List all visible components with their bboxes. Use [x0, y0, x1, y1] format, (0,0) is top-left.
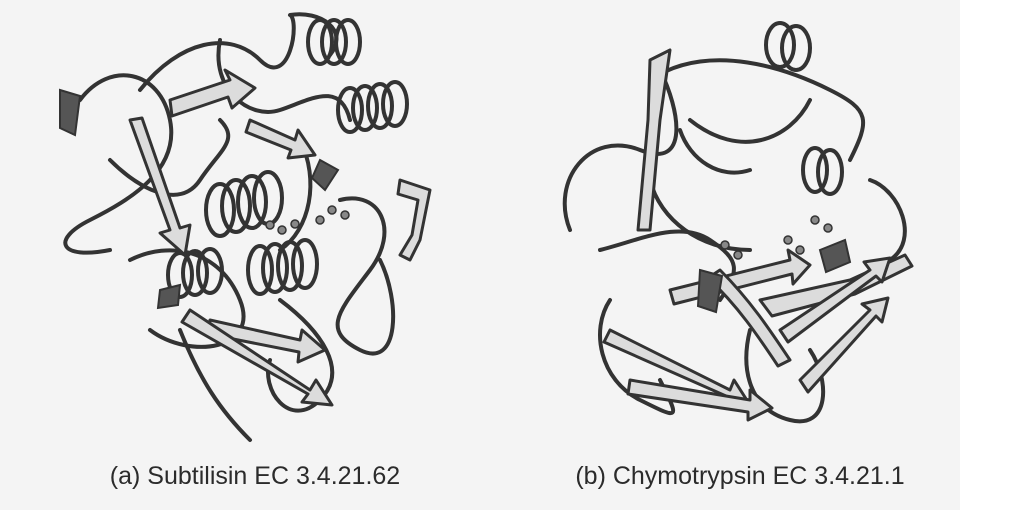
beta-strand	[180, 308, 334, 407]
side-chain-atom	[290, 219, 300, 229]
helix	[166, 247, 224, 299]
beta-strand	[706, 268, 792, 368]
side-chain-atom	[720, 240, 730, 250]
loop	[648, 58, 866, 162]
loop	[108, 118, 231, 197]
loop	[598, 298, 676, 416]
beta-strand	[128, 116, 192, 257]
loop	[216, 38, 352, 122]
loop	[688, 98, 812, 144]
side-chain-atom	[327, 205, 337, 215]
side-chain-atom	[277, 225, 287, 235]
side-chain-atom	[823, 223, 833, 233]
beta-strand	[244, 118, 317, 160]
ribbon-segment	[156, 283, 182, 310]
caption-subtilisin: (a) Subtilisin EC 3.4.21.62	[109, 462, 401, 490]
chymotrypsin-ribbon-diagram	[562, 21, 914, 424]
helix	[306, 18, 362, 66]
loop	[335, 196, 396, 356]
loop	[744, 328, 826, 424]
helix	[764, 21, 812, 72]
helix	[246, 238, 319, 296]
side-chain-atom	[733, 250, 743, 260]
side-chain-atom	[315, 215, 325, 225]
beta-strand	[626, 378, 774, 422]
side-chain-atom	[265, 220, 275, 230]
ribbon-segment	[818, 238, 852, 274]
beta-strand	[798, 296, 890, 394]
ribbon-segment	[59, 88, 82, 137]
loop	[178, 328, 252, 442]
side-chain-atom	[783, 235, 793, 245]
caption-chymotrypsin: (b) Chymotrypsin EC 3.4.21.1	[575, 462, 905, 490]
loop	[648, 178, 752, 252]
loop	[678, 128, 752, 175]
side-chain-atom	[340, 210, 350, 220]
side-chain-atom	[810, 215, 820, 225]
ribbon-segment	[310, 158, 340, 192]
beta-strand	[636, 48, 672, 232]
page-margin	[960, 0, 1014, 510]
ribbon-segment	[696, 268, 724, 314]
beta-strand	[168, 68, 257, 118]
loop	[128, 248, 246, 349]
subtilisin-ribbon-diagram	[59, 12, 432, 442]
beta-strand	[396, 178, 432, 262]
loop	[562, 68, 679, 232]
loop	[868, 178, 907, 262]
helix	[801, 146, 844, 196]
beta-strand	[778, 256, 892, 344]
side-chain-atom	[795, 245, 805, 255]
helix	[336, 80, 409, 134]
